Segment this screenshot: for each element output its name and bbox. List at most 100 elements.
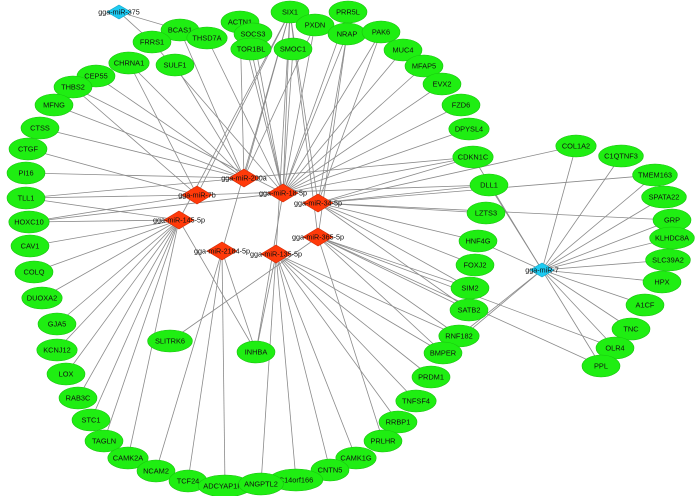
mirna-diamond-icon <box>260 244 292 264</box>
gene-node-PRDM1[interactable]: PRDM1 <box>411 365 451 389</box>
mirna-node-gga-miR-145-5p[interactable]: gga-miR-145-5p <box>153 210 205 230</box>
gene-ellipse-icon <box>466 201 506 225</box>
gene-node-COL1A2[interactable]: COL1A2 <box>555 134 597 158</box>
edge-gga-miR-365-5p-PRLHR <box>317 236 384 442</box>
gene-node-COLQ[interactable]: COLQ <box>14 260 54 284</box>
gene-node-SPATA22[interactable]: SPATA22 <box>641 185 687 209</box>
mirna-node-gga-miR-365-5p[interactable]: gga-miR-365-5p <box>292 227 344 247</box>
node-label: FZD6 <box>452 101 470 110</box>
gene-node-CAMK2A[interactable]: CAMK2A <box>107 446 149 470</box>
gene-node-SIX1[interactable]: SIX1 <box>270 0 310 24</box>
gene-node-DPYSL4[interactable]: DPYSL4 <box>448 117 490 141</box>
mirna-node-gga-miR-2184-5p[interactable]: gga-miR-2184-5p <box>194 241 250 261</box>
gene-node-NCAM2[interactable]: NCAM2 <box>136 459 176 483</box>
gene-node-TNFSF4[interactable]: TNFSF4 <box>395 389 437 413</box>
gene-node-CAV1[interactable]: CAV1 <box>10 234 50 258</box>
node-label: CTGF <box>18 145 39 154</box>
edge-gga-miR-145-5p-LOX <box>65 219 180 375</box>
gene-node-LZTS3[interactable]: LZTS3 <box>466 201 506 225</box>
gene-node-THBS2[interactable]: THBS2 <box>53 75 93 99</box>
gene-node-TMEM163[interactable]: TMEM163 <box>632 163 678 187</box>
gene-node-GJA5[interactable]: GJA5 <box>37 312 77 336</box>
edge-gga-miR-34-5p-COL1A2 <box>317 145 577 204</box>
mirna-node-gga-miR-7b[interactable]: gga-miR-7b <box>178 185 216 205</box>
gene-node-TLL1[interactable]: TLL1 <box>6 186 46 210</box>
gene-node-CHRNA1[interactable]: CHRNA1 <box>108 51 150 75</box>
gene-node-MFNG[interactable]: MFNG <box>34 93 74 117</box>
node-label: SPATA22 <box>649 193 680 202</box>
gene-node-INHBA[interactable]: INHBA <box>236 340 276 364</box>
gene-node-CDKN1C[interactable]: CDKN1C <box>452 145 494 169</box>
edge-gga-miR-200a-MFNG <box>53 104 245 179</box>
gene-ellipse-icon <box>20 116 60 140</box>
gene-ellipse-icon <box>642 270 682 294</box>
gene-node-CAMK1G[interactable]: CAMK1G <box>335 446 377 470</box>
gene-node-CTSS[interactable]: CTSS <box>20 116 60 140</box>
gene-node-SULF1[interactable]: SULF1 <box>155 53 195 77</box>
gene-node-A1CF[interactable]: A1CF <box>625 293 665 317</box>
gene-ellipse-icon <box>238 472 284 496</box>
gene-node-KLHDC8A[interactable]: KLHDC8A <box>649 226 695 250</box>
gene-node-HOXC10[interactable]: HOXC10 <box>8 210 50 234</box>
gene-ellipse-icon <box>34 93 74 117</box>
gene-node-SATB2[interactable]: SATB2 <box>449 298 489 322</box>
mirna-node-gga-miR-18-5p[interactable]: gga-miR-18-5p <box>259 183 307 203</box>
gene-node-DLL1[interactable]: DLL1 <box>469 173 509 197</box>
node-label: DLL1 <box>480 181 498 190</box>
gene-node-HNF4G[interactable]: HNF4G <box>458 229 498 253</box>
gene-node-NRAP[interactable]: NRAP <box>327 22 367 46</box>
gene-node-PXDN[interactable]: PXDN <box>295 13 335 37</box>
gene-node-PPL[interactable]: PPL <box>581 354 621 378</box>
gene-ellipse-icon <box>37 312 77 336</box>
gene-node-CTGF[interactable]: CTGF <box>8 137 48 161</box>
node-label: A1CF <box>636 301 655 310</box>
gene-node-MUC4[interactable]: MUC4 <box>383 38 423 62</box>
mirna-node-gga-miR-34-5p[interactable]: gga-miR-34-5p <box>294 193 342 213</box>
gene-node-TAGLN[interactable]: TAGLN <box>84 429 124 453</box>
node-label: GJA5 <box>48 320 66 329</box>
node-label: HOXC10 <box>14 218 44 227</box>
gene-node-FOXJ2[interactable]: FOXJ2 <box>455 253 495 277</box>
gene-node-TNC[interactable]: TNC <box>611 317 651 341</box>
gene-node-KCNJ12[interactable]: KCNJ12 <box>36 338 78 362</box>
gene-node-SLITRK6[interactable]: SLITRK6 <box>147 329 193 353</box>
gene-node-PRR5L[interactable]: PRR5L <box>328 0 368 24</box>
gene-node-LOX[interactable]: LOX <box>46 362 86 386</box>
gene-node-SMOC1[interactable]: SMOC1 <box>273 37 313 61</box>
gene-ellipse-icon <box>21 286 63 310</box>
gene-node-FRRS1[interactable]: FRRS1 <box>132 30 172 54</box>
mirna-node-gga-miR-135-5p[interactable]: gga-miR-135-5p <box>250 244 302 264</box>
edge-gga-miR-34-5p-SATB2 <box>317 202 470 311</box>
gene-node-MFAP5[interactable]: MFAP5 <box>404 54 444 78</box>
edge-gga-miR-135-5p-RRBP1 <box>275 253 399 423</box>
gene-node-ANGPTL2[interactable]: ANGPTL2 <box>238 472 284 496</box>
gene-node-BMPER[interactable]: BMPER <box>423 341 463 365</box>
gene-node-SIM2[interactable]: SIM2 <box>450 276 490 300</box>
gene-ellipse-icon <box>449 298 489 322</box>
gene-node-THSD7A[interactable]: THSD7A <box>186 26 228 50</box>
edge-gga-miR-200a-CDKN1C <box>243 156 474 179</box>
gene-node-FZD6[interactable]: FZD6 <box>441 93 481 117</box>
gene-node-SLC39A2[interactable]: SLC39A2 <box>645 248 691 272</box>
mirna-node-gga-miR-7[interactable]: gga-miR-7 <box>525 262 559 278</box>
mirna-node-gga-miR-200a[interactable]: gga-miR-200a <box>221 168 267 188</box>
gene-node-PI16[interactable]: PI16 <box>6 161 46 185</box>
edge-gga-miR-7-TMEM163 <box>541 174 656 271</box>
edge-gga-miR-145-5p-INHBA <box>178 219 257 353</box>
gene-node-EVX2[interactable]: EVX2 <box>422 72 462 96</box>
edge-gga-miR-18-5p-CDKN1C <box>282 156 474 194</box>
gene-node-DUOXA2[interactable]: DUOXA2 <box>21 286 63 310</box>
mirna-node-gga-miR-375[interactable]: gga-miR-375 <box>98 4 140 20</box>
gene-node-STC1[interactable]: STC1 <box>71 408 111 432</box>
gene-node-PRLHR[interactable]: PRLHR <box>363 429 403 453</box>
gene-node-C1QTNF3[interactable]: C1QTNF3 <box>598 144 644 168</box>
gene-node-HPX[interactable]: HPX <box>642 270 682 294</box>
gene-node-RAB3C[interactable]: RAB3C <box>58 386 98 410</box>
gene-node-PAK6[interactable]: PAK6 <box>361 20 401 44</box>
edge-gga-miR-145-5p-HOXC10 <box>28 219 180 223</box>
gene-node-TOR1BL[interactable]: TOR1BL <box>230 37 272 61</box>
node-label: BCAS1 <box>168 26 192 35</box>
gene-node-RRBP1[interactable]: RRBP1 <box>378 410 418 434</box>
node-label: CHRNA1 <box>114 59 144 68</box>
